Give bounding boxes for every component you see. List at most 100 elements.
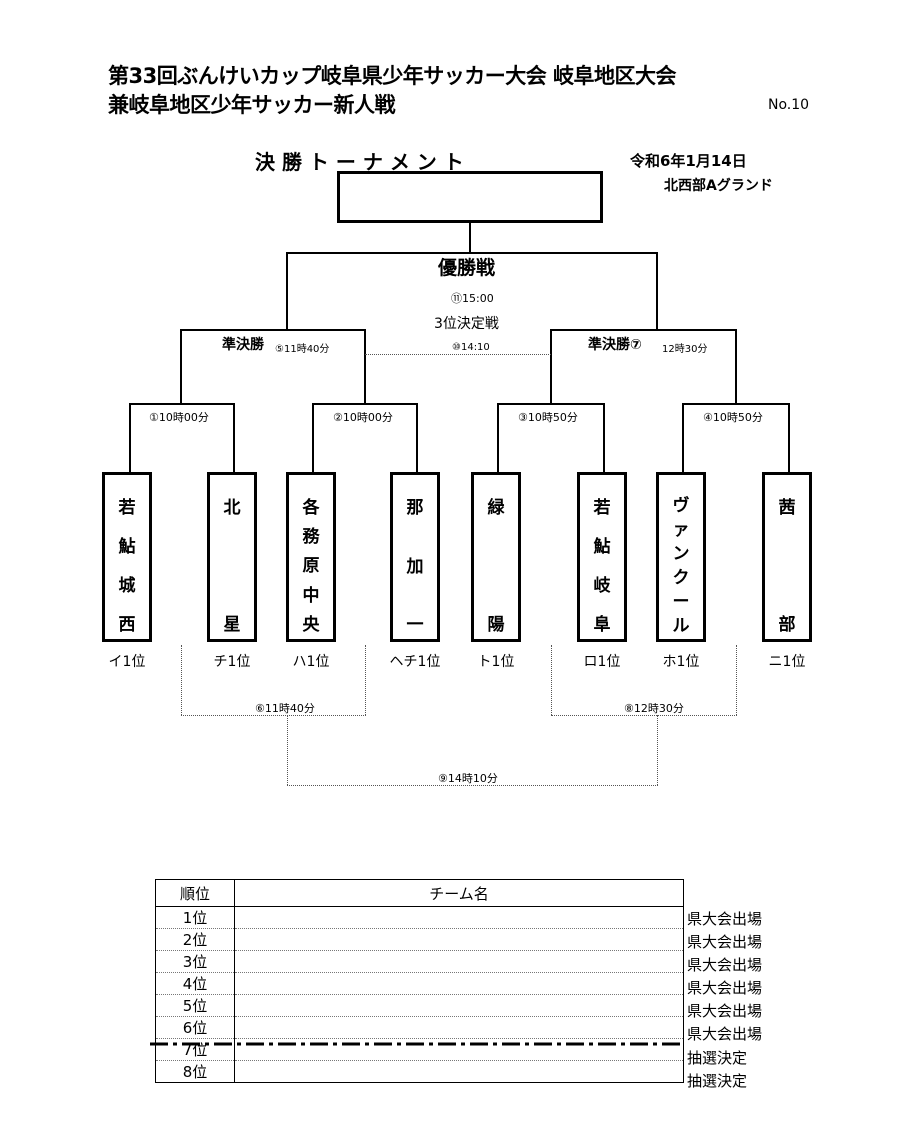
bracket-line (416, 403, 418, 473)
table-row: 3位 (155, 950, 684, 973)
team-name-char: 岐 (593, 576, 611, 596)
team-name-char: 阜 (593, 615, 611, 635)
team-box: 那 加 一 (390, 472, 440, 642)
row-note: 県大会出場 (687, 1002, 763, 1020)
row-team[interactable] (234, 1060, 684, 1083)
header-team: チーム名 (234, 879, 684, 907)
final-time: ⑪15:00 (451, 292, 494, 305)
match-1-time: ①10時00分 (149, 411, 209, 424)
semi-right-time: 12時30分 (662, 344, 708, 355)
row-note: 県大会出場 (687, 910, 763, 928)
team-rank: イ1位 (108, 654, 146, 670)
bracket-line (550, 329, 737, 331)
team-name-char: 若 (593, 498, 611, 518)
consolation-line (657, 715, 658, 785)
table-row: 2位 (155, 928, 684, 951)
team-name-char: 鮎 (593, 537, 611, 557)
team-name-char: 星 (223, 615, 241, 635)
team-name-char: 西 (118, 615, 136, 635)
bracket-line (469, 223, 471, 253)
bracket-line (233, 403, 235, 473)
team-name-char: 央 (302, 615, 320, 635)
bracket-line (286, 252, 288, 330)
team-name-char: 陽 (487, 615, 505, 635)
team-box: ヴ ァ ン ク ー ル (656, 472, 706, 642)
team-name-char: 那 (406, 498, 424, 518)
bracket-line (735, 329, 737, 404)
consolation-line (736, 645, 737, 715)
bracket-line (180, 329, 366, 331)
team-name-char: ン (672, 544, 690, 564)
title-line1: 第33回ぶんけいカップ岐阜県少年サッカー大会 岐阜地区大会 (108, 64, 677, 88)
team-name-char: 原 (302, 556, 320, 576)
row-team[interactable] (234, 928, 684, 951)
qualification-divider (150, 1042, 685, 1046)
table-header-row: 順位 チーム名 (155, 879, 684, 907)
row-team[interactable] (234, 972, 684, 995)
team-box: 茜 部 (762, 472, 812, 642)
bracket-line (682, 403, 684, 473)
bracket-line (550, 329, 552, 404)
row-team[interactable] (234, 1016, 684, 1039)
table-row: 8位 (155, 1060, 684, 1083)
team-name-char: 鮎 (118, 537, 136, 557)
match-8-time: ⑧12時30分 (624, 702, 684, 715)
bracket-line (129, 403, 235, 405)
match-2-time: ②10時00分 (333, 411, 393, 424)
champion-box (337, 171, 603, 223)
team-name-char: 城 (118, 576, 136, 596)
team-rank: ト1位 (477, 654, 515, 670)
bracket-line (497, 403, 605, 405)
row-rank: 3位 (155, 950, 235, 973)
team-name-char: 部 (778, 615, 796, 635)
consolation-line (287, 785, 658, 786)
team-rank: ハ1位 (292, 654, 330, 670)
third-place-label: 3位決定戦 (434, 316, 499, 332)
semi-right-label: 準決勝⑦ (588, 337, 642, 353)
row-rank: 1位 (155, 906, 235, 929)
team-rank: ニ1位 (768, 654, 806, 670)
consolation-line (551, 645, 552, 715)
team-rank: ロ1位 (583, 654, 621, 670)
team-box: 各 務 原 中 央 (286, 472, 336, 642)
header-rank: 順位 (155, 879, 235, 907)
consolation-line (365, 645, 366, 715)
results-table: 順位 チーム名 1位 2位 3位 4位 5位 6位 7位 8位 (155, 879, 684, 1083)
match-9-time: ⑨14時10分 (438, 772, 498, 785)
team-name-char: 一 (406, 615, 424, 635)
team-rank: ヘチ1位 (389, 654, 441, 670)
date: 令和6年1月14日 (630, 152, 747, 170)
team-name-char: 若 (118, 498, 136, 518)
table-row: 4位 (155, 972, 684, 995)
consolation-line (287, 715, 288, 785)
team-name-char: 務 (302, 527, 320, 547)
team-name-char: 加 (406, 557, 424, 577)
row-rank: 8位 (155, 1060, 235, 1083)
bracket-line (129, 403, 131, 473)
row-note: 県大会出場 (687, 979, 763, 997)
title-line2: 兼岐阜地区少年サッカー新人戦 (108, 93, 396, 117)
row-note: 抽選決定 (687, 1072, 748, 1090)
table-row: 6位 (155, 1016, 684, 1039)
row-team[interactable] (234, 906, 684, 929)
bracket-line (180, 329, 182, 404)
team-name-char: ク (672, 568, 690, 588)
team-name-char: 緑 (487, 498, 505, 518)
row-note: 県大会出場 (687, 1025, 763, 1043)
bracket-line (656, 252, 658, 330)
row-rank: 5位 (155, 994, 235, 1017)
consolation-line (551, 715, 737, 716)
section-title: 決 勝 ト ー ナ メ ン ト (255, 150, 464, 174)
row-team[interactable] (234, 994, 684, 1017)
table-row: 1位 (155, 906, 684, 929)
table-row: 5位 (155, 994, 684, 1017)
bracket-line (312, 403, 314, 473)
row-note: 抽選決定 (687, 1049, 748, 1067)
row-team[interactable] (234, 950, 684, 973)
team-name-char: ァ (672, 520, 690, 540)
consolation-line (181, 645, 182, 715)
row-rank: 4位 (155, 972, 235, 995)
match-6-time: ⑥11時40分 (255, 702, 315, 715)
team-name-char: 茜 (778, 498, 796, 518)
bracket-line (312, 403, 418, 405)
